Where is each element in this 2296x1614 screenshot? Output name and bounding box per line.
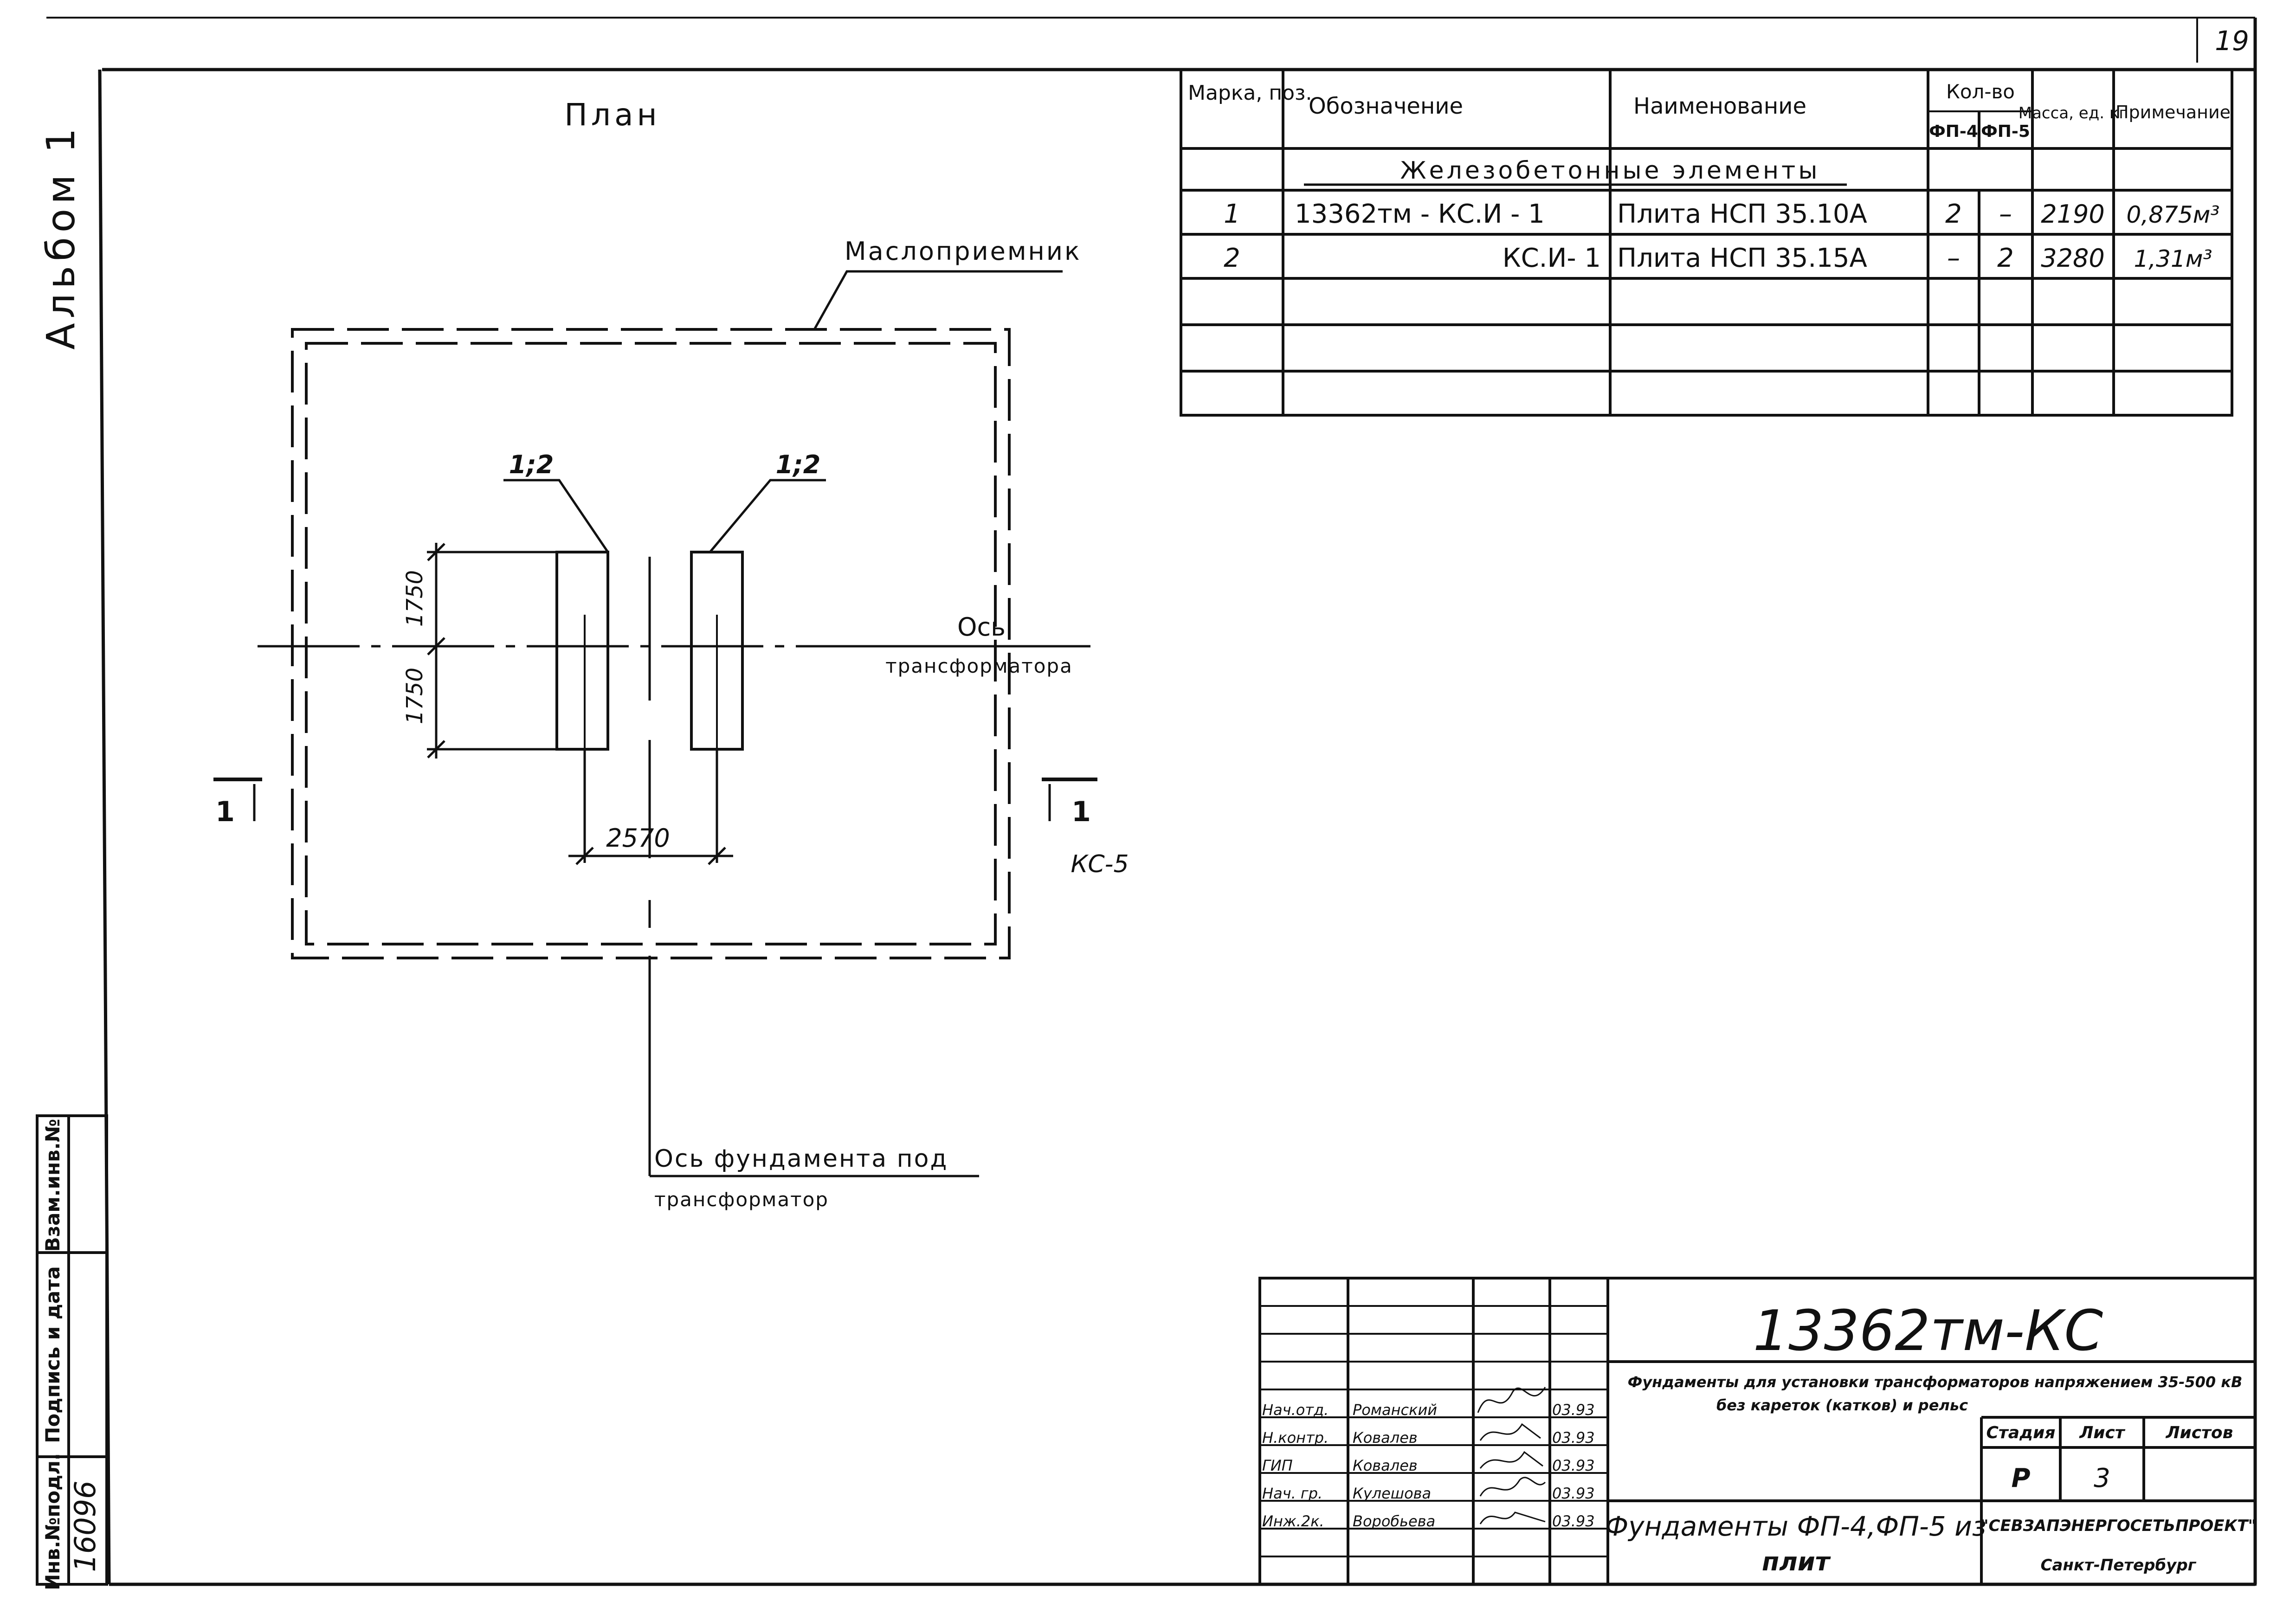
- foundation-axis-label-1: Ось фундамента под: [654, 1145, 948, 1173]
- col-header-qty: Кол-во: [1946, 80, 2015, 103]
- signature-scribble: [1479, 1423, 1541, 1441]
- sheets-header: Листов: [2166, 1423, 2233, 1442]
- col-header-designation: Обозначение: [1309, 93, 1463, 119]
- section-marker-right: [1042, 778, 1097, 821]
- signature-name: Ковалев: [1353, 1429, 1418, 1447]
- row1-fp5: –: [1999, 199, 2012, 229]
- signature-row: Нач.отд. Романский 03.93: [1262, 1387, 1595, 1419]
- row1-fp4: 2: [1945, 199, 1962, 229]
- foundation-axis-label-2: трансформатор: [654, 1188, 829, 1211]
- dimension-upper: 1750: [402, 570, 428, 627]
- plan-title: План: [564, 97, 660, 133]
- mark-right: 1;2: [776, 450, 821, 479]
- signature-row: Инж.2к. Воробьева 03.93: [1262, 1511, 1595, 1530]
- row1-designation: 13362тм - КС.И - 1: [1295, 199, 1545, 229]
- project-line-1: Фундаменты для установки трансформаторов…: [1628, 1373, 2243, 1391]
- sheet-title-2: плит: [1762, 1547, 1831, 1576]
- album-label: Альбом 1: [38, 123, 84, 349]
- signature-scribble: [1479, 1451, 1543, 1469]
- signature-row: Нач. гр. Кулешова 03.93: [1262, 1477, 1595, 1502]
- signature-role: Нач.отд.: [1262, 1401, 1329, 1419]
- sign-date-header: Подпись и дата: [41, 1266, 64, 1443]
- row2-mark: 2: [1224, 243, 1240, 273]
- signature-role: Н.контр.: [1262, 1429, 1329, 1447]
- signature-role: Нач. гр.: [1262, 1485, 1322, 1502]
- section-title: Железобетонные элементы: [1400, 157, 1820, 185]
- slab-right: [690, 551, 744, 751]
- transformer-axis-label-1: Ось: [957, 612, 1006, 642]
- row2-note: 1,31м³: [2134, 245, 2212, 272]
- page-number: 19: [2215, 25, 2249, 57]
- mark-right-leader: [709, 479, 826, 553]
- signature-date: 03.93: [1552, 1485, 1595, 1502]
- dimension-horizontal: [568, 749, 733, 865]
- mark-left: 1;2: [509, 450, 554, 479]
- signature-scribble: [1479, 1511, 1546, 1524]
- inv-value: 16096: [68, 1480, 102, 1572]
- signature-scribble: [1479, 1477, 1546, 1497]
- col-header-qty-fp5: ФП-5: [1981, 122, 2030, 141]
- stage-value: Р: [2011, 1463, 2030, 1493]
- col-header-mark-text: Марка, поз.: [1188, 81, 1312, 105]
- section-ref: КС-5: [1071, 850, 1129, 878]
- signature-name: Воробьева: [1353, 1512, 1435, 1530]
- signature-row: ГИП Ковалев 03.93: [1262, 1451, 1595, 1474]
- row1-name: Плита НСП 35.10А: [1617, 199, 1867, 229]
- foundation-axis: [648, 557, 979, 1177]
- table-row: 2 КС.И- 1 Плита НСП 35.15А – 2 3280 1,31…: [1224, 243, 2212, 273]
- row1-mass: 2190: [2041, 199, 2104, 229]
- oil-receiver-label: Маслоприемник: [845, 237, 1082, 266]
- col-header-mass: Масса, ед. кг: [2019, 104, 2127, 122]
- row1-note: 0,875м³: [2127, 201, 2220, 228]
- section-label-left: 1: [215, 796, 235, 828]
- signature-scribble: [1477, 1387, 1546, 1413]
- oil-receiver-leader: [813, 270, 1063, 330]
- title-block-grid: [1258, 1277, 2257, 1586]
- signature-date: 03.93: [1552, 1512, 1595, 1530]
- table-row: 1 13362тм - КС.И - 1 Плита НСП 35.10А 2 …: [1224, 199, 2219, 229]
- doc-code: 13362тм-КС: [1753, 1299, 2103, 1363]
- side-stamp: [36, 1114, 108, 1586]
- project-line-2: без кареток (катков) и рельс: [1716, 1396, 1968, 1414]
- slab-left: [555, 551, 609, 751]
- sheet-title-1: Фундаменты ФП-4,ФП-5 из: [1605, 1511, 1986, 1542]
- signature-name: Ковалев: [1353, 1457, 1418, 1474]
- signature-role: Инж.2к.: [1262, 1512, 1324, 1530]
- spec-table-grid: [1180, 68, 2233, 417]
- dimension-span: 2570: [606, 823, 670, 853]
- dimension-lower: 1750: [402, 668, 428, 724]
- row2-name: Плита НСП 35.15А: [1617, 243, 1867, 273]
- col-header-note: Примечание: [2115, 102, 2231, 122]
- col-header-mark: Марка, поз.: [1188, 81, 1312, 105]
- signature-role: ГИП: [1262, 1457, 1293, 1474]
- signature-row: Н.контр. Ковалев 03.93: [1262, 1423, 1595, 1447]
- signature-date: 03.93: [1552, 1429, 1595, 1447]
- dimension-vertical: [427, 543, 557, 759]
- col-header-name: Наименование: [1633, 93, 1806, 119]
- section-label-right: 1: [1071, 796, 1091, 828]
- inv-header: Инв.№подл.: [41, 1453, 64, 1590]
- section-marker-left: [213, 778, 262, 821]
- org-name: "СЕВЗАПЭНЕРГОСЕТЬПРОЕКТ": [1980, 1517, 2256, 1535]
- signature-date: 03.93: [1552, 1401, 1595, 1419]
- signature-name: Кулешова: [1353, 1485, 1431, 1502]
- row2-fp4: –: [1947, 243, 1960, 273]
- replace-inv-header: Взам.инв.№: [41, 1119, 64, 1252]
- row2-fp5: 2: [1997, 243, 2014, 273]
- row2-mass: 3280: [2041, 244, 2104, 273]
- mark-left-leader: [503, 479, 609, 553]
- transformer-axis-label-2: трансформатора: [885, 655, 1073, 677]
- stage-header: Стадия: [1986, 1423, 2056, 1442]
- row1-mark: 1: [1224, 199, 1240, 229]
- col-header-qty-fp4: ФП-4: [1929, 122, 1978, 141]
- row2-designation: КС.И- 1: [1503, 243, 1601, 273]
- signature-date: 03.93: [1552, 1457, 1595, 1474]
- signature-name: Романский: [1353, 1401, 1437, 1419]
- sheet-value: 3: [2094, 1463, 2110, 1493]
- sheet-header: Лист: [2079, 1423, 2125, 1442]
- org-city: Санкт-Петербург: [2041, 1556, 2197, 1575]
